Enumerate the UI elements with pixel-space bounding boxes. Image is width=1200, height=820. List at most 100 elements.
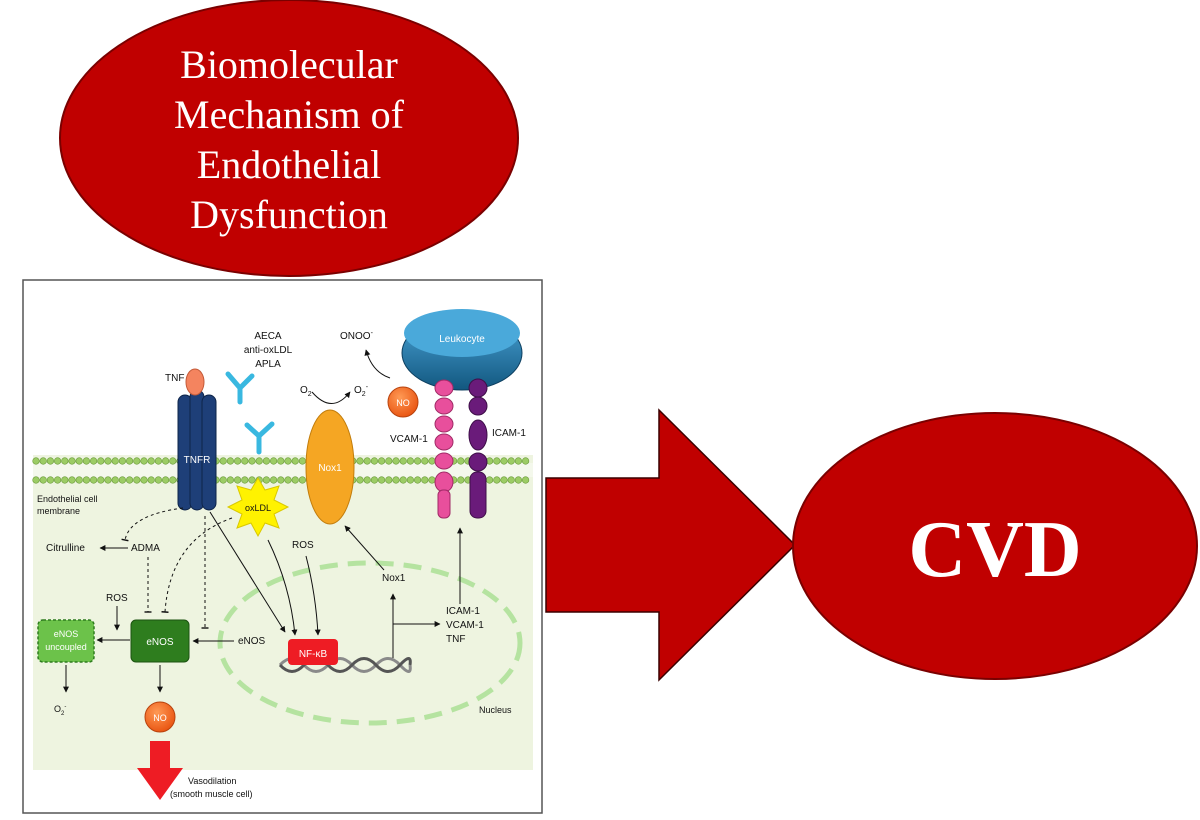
- membrane-head: [82, 457, 90, 465]
- membrane-head: [507, 476, 515, 484]
- inhibit-oxldl-to-enos: [161, 517, 233, 613]
- oxldl-label: oxLDL: [245, 503, 271, 513]
- membrane-head: [392, 476, 400, 484]
- o2-radical-label: O2-: [354, 384, 369, 398]
- membrane-head: [356, 457, 364, 465]
- citrulline-label: Citrulline: [46, 543, 85, 554]
- membrane-head: [493, 476, 501, 484]
- membrane-head: [89, 476, 98, 484]
- antibody-icons: [225, 371, 275, 455]
- tnfr-receptor: [177, 389, 217, 511]
- svg-text:membrane: membrane: [37, 506, 80, 516]
- leukocyte-cell: Leukocyte: [401, 309, 523, 391]
- svg-text:Vasodilation: Vasodilation: [188, 776, 236, 786]
- membrane-head: [521, 476, 530, 484]
- membrane-head: [385, 476, 393, 484]
- membrane-head: [162, 476, 170, 484]
- membrane-head: [399, 476, 407, 484]
- enos-uncoupled-label: eNOS uncoupled: [45, 629, 87, 652]
- svg-text:ICAM-1: ICAM-1: [446, 606, 480, 617]
- membrane-head: [428, 457, 436, 465]
- no-bottom-label: NO: [153, 713, 167, 723]
- membrane-head: [262, 457, 271, 465]
- adma-label: ADMA: [131, 543, 160, 554]
- membrane-head: [234, 476, 242, 484]
- membrane-head: [226, 457, 234, 465]
- membrane-label: Endothelial cell membrane: [37, 494, 98, 516]
- membrane-head: [97, 476, 105, 484]
- membrane-head: [169, 457, 177, 465]
- vasodilation-arrow: [137, 741, 183, 800]
- membrane-head: [406, 476, 415, 484]
- membrane-head: [111, 457, 119, 465]
- membrane-head: [500, 476, 508, 484]
- membrane-head: [363, 476, 371, 484]
- membrane-head: [118, 457, 126, 465]
- membrane-head: [277, 476, 285, 484]
- membrane-head: [514, 476, 523, 484]
- membrane-head: [284, 457, 292, 465]
- tnfr-label: TNFR: [184, 455, 211, 466]
- membrane-head: [82, 476, 90, 484]
- membrane-head: [262, 476, 271, 484]
- membrane-head: [255, 457, 263, 465]
- svg-text:Endothelial cell: Endothelial cell: [37, 494, 98, 504]
- arrow-oxldl-to-nfkb: [267, 539, 298, 636]
- membrane-head: [457, 457, 465, 465]
- cell-membrane: [32, 457, 533, 484]
- enos-uncoupled-box: [37, 619, 95, 663]
- nox1-gene-label: Nox1: [382, 573, 406, 584]
- membrane-head: [241, 457, 249, 465]
- arrow-ros-to-nfkb: [305, 555, 321, 636]
- membrane-head: [126, 476, 134, 484]
- membrane-head: [89, 457, 98, 465]
- tnf-ligand: [185, 368, 205, 396]
- membrane-head: [234, 457, 242, 465]
- membrane-head: [53, 476, 62, 484]
- membrane-head: [277, 457, 285, 465]
- membrane-head: [298, 457, 307, 465]
- membrane-head: [75, 476, 83, 484]
- membrane-head: [248, 476, 256, 484]
- membrane-head: [133, 457, 141, 465]
- svg-text:AECA: AECA: [254, 331, 282, 342]
- cvd-ellipse: [792, 412, 1198, 680]
- inhibit-tnfr-to-adma: [121, 507, 184, 542]
- no-top-molecule: [387, 386, 419, 418]
- o2-bottom-label: O2-: [54, 704, 66, 717]
- icam1-label: ICAM-1: [492, 428, 526, 439]
- nfkb-box: [288, 639, 338, 665]
- title-line-2: Mechanism of: [174, 92, 405, 137]
- membrane-head: [370, 476, 379, 484]
- membrane-head: [68, 476, 76, 484]
- arrow-o2-to-radical: [311, 391, 351, 404]
- membrane-head: [147, 476, 155, 484]
- membrane-head: [514, 457, 523, 465]
- svg-text:(smooth muscle cell): (smooth muscle cell): [170, 789, 253, 799]
- membrane-head: [270, 476, 278, 484]
- membrane-head: [414, 457, 422, 465]
- svg-text:VCAM-1: VCAM-1: [446, 620, 484, 631]
- icam1-molecule: [468, 378, 488, 519]
- cvd-label: CVD: [908, 506, 1081, 594]
- nucleus-outline: [217, 560, 523, 726]
- enos-box-label: eNOS: [146, 637, 174, 648]
- membrane-head: [61, 457, 69, 465]
- vasodilation-label: Vasodilation (smooth muscle cell): [170, 776, 253, 799]
- membrane-head: [147, 457, 155, 465]
- o2-label: O2: [300, 385, 312, 398]
- membrane-head: [270, 457, 278, 465]
- title-text: Biomolecular Mechanism of Endothelial Dy…: [174, 42, 405, 237]
- membrane-head: [241, 476, 249, 484]
- svg-text:APLA: APLA: [255, 359, 281, 370]
- membrane-head: [298, 476, 307, 484]
- vcam1-molecule: [434, 379, 454, 519]
- title-line-4: Dysfunction: [190, 192, 388, 237]
- oxldl-starburst: [226, 477, 290, 538]
- membrane-head: [133, 476, 141, 484]
- membrane-head: [61, 476, 69, 484]
- membrane-head: [154, 476, 162, 484]
- membrane-head: [421, 476, 429, 484]
- membrane-head: [406, 457, 415, 465]
- membrane-head: [500, 457, 508, 465]
